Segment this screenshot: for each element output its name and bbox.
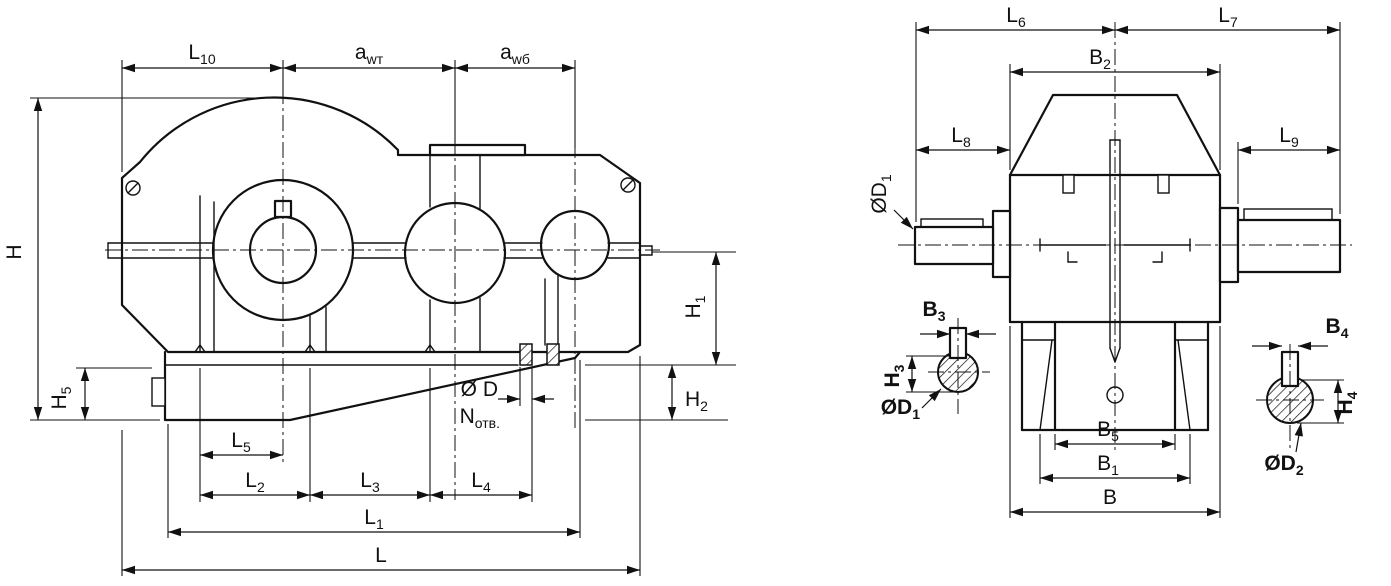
dim-label-H5: H5 [48,386,74,409]
dim-label-D: Ø D [461,378,498,401]
dim-label-L7: L7 [1218,4,1238,30]
bearing-boss-left [991,209,1012,279]
dim-label-D2: ØD2 [1264,452,1304,478]
dim-label-awt: awт [355,41,384,67]
dim-label-H: H [3,244,26,259]
side-view-dimensions: L10 awт awб H H5 H1 H2 Ø D Nотв. [3,41,736,576]
dim-label-H3: H3 [881,364,907,387]
dim-label-L: L [375,544,387,567]
key-right [1243,208,1333,221]
cover-bolt-right [620,177,636,193]
dim-label-N-otv: Nотв. [460,405,500,431]
dim-label-B1: B1 [1097,452,1119,478]
end-view-drawing [898,22,1352,450]
dim-label-D1-shaft: ØD1 [868,174,894,214]
end-view-dimensions: L6 L7 B2 L8 L9 ØD1 B3 H3 ØD1 B4 H4 ØD2 [868,4,1360,518]
foot-bolt-hole [519,343,533,366]
dim-label-B4: B4 [1326,315,1349,341]
dim-label-L4: L4 [471,469,491,495]
dim-label-H2: H2 [685,388,708,414]
dim-label-B3: B3 [923,298,946,324]
output-shaft [1236,218,1342,274]
cover-bolt-left [125,180,141,196]
dim-label-L6: L6 [1006,4,1026,30]
dim-label-B: B [1103,486,1117,509]
dim-label-awb: awб [500,41,530,67]
foot-bolt-hole [546,343,560,366]
dim-label-L5: L5 [231,429,251,455]
dim-label-H1: H1 [682,295,708,318]
dim-label-L3: L3 [360,469,380,495]
lug [1157,174,1170,194]
dim-label-L10: L10 [188,41,215,67]
dim-label-H4: H4 [1334,391,1360,414]
dim-label-B5: B5 [1097,418,1119,444]
inspection-cap [428,143,527,157]
key-left [920,218,984,228]
dim-label-D1-section: ØD1 [881,396,921,422]
dim-label-L8: L8 [951,124,971,150]
base-tab [151,377,166,407]
dim-label-L9: L9 [1279,124,1299,150]
dim-label-L2: L2 [245,469,265,495]
dim-label-L1: L1 [364,506,384,532]
dim-label-B2: B2 [1089,46,1111,72]
side-view-drawing [105,88,660,500]
lug [1062,174,1075,194]
